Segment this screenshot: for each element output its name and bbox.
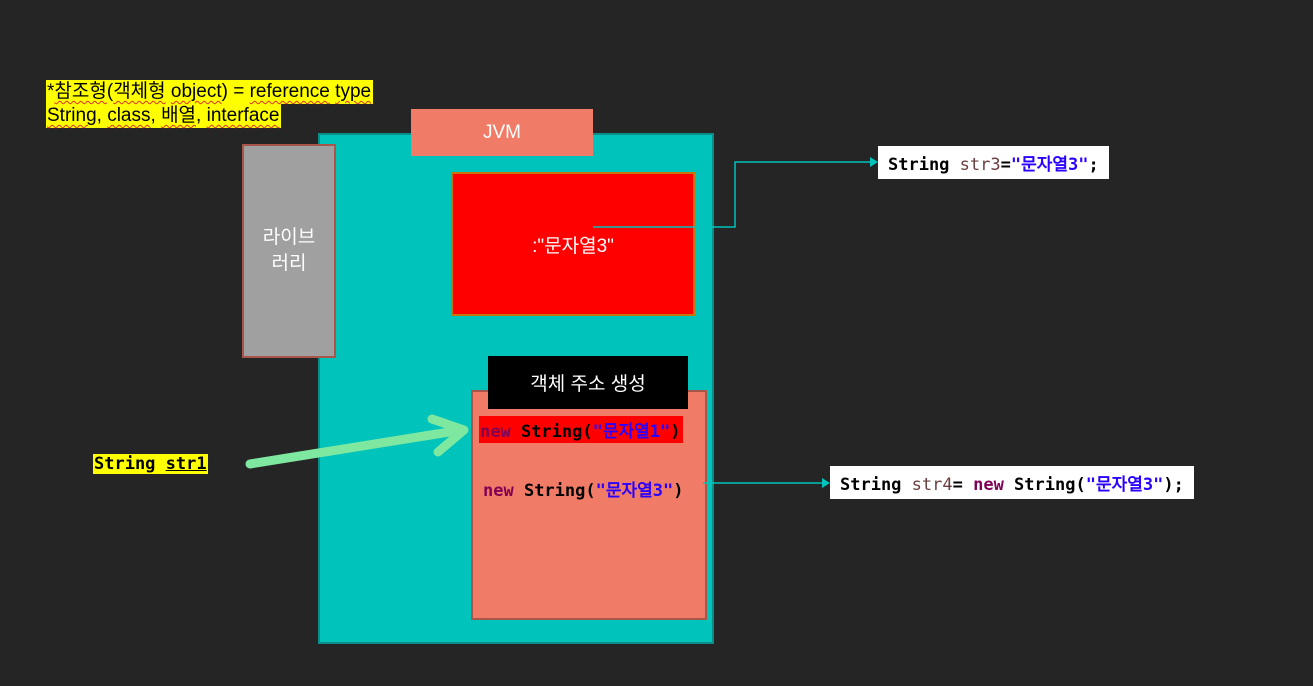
heap-title: 객체 주소 생성: [488, 356, 688, 409]
heap-to-str4-arrowhead: [822, 478, 830, 488]
string-pool-label: :"문자열3": [532, 235, 614, 257]
str1-declaration: String str1: [93, 454, 208, 474]
library-box: 라이브 러리: [242, 144, 336, 358]
string-pool-box: :"문자열3": [451, 172, 695, 316]
note-line-1: *참조형(객체형 object) = reference type: [46, 80, 374, 104]
heap-new-string-3: new String("문자열3"): [483, 481, 684, 501]
str3-declaration: String str3="문자열3";: [878, 146, 1109, 179]
library-label-line-2: 러리: [271, 253, 307, 274]
heap-new-string-1: new String("문자열1"): [479, 416, 684, 443]
note-line-2: String, class, 배열, interface: [46, 104, 282, 128]
jvm-label: JVM: [411, 109, 593, 156]
str4-declaration: String str4= new String("문자열3");: [830, 466, 1194, 499]
pool-to-str3-arrowhead: [870, 157, 878, 167]
library-label-line-1: 라이브: [262, 227, 316, 248]
reference-type-note: *참조형(객체형 object) = reference type String…: [46, 80, 374, 128]
